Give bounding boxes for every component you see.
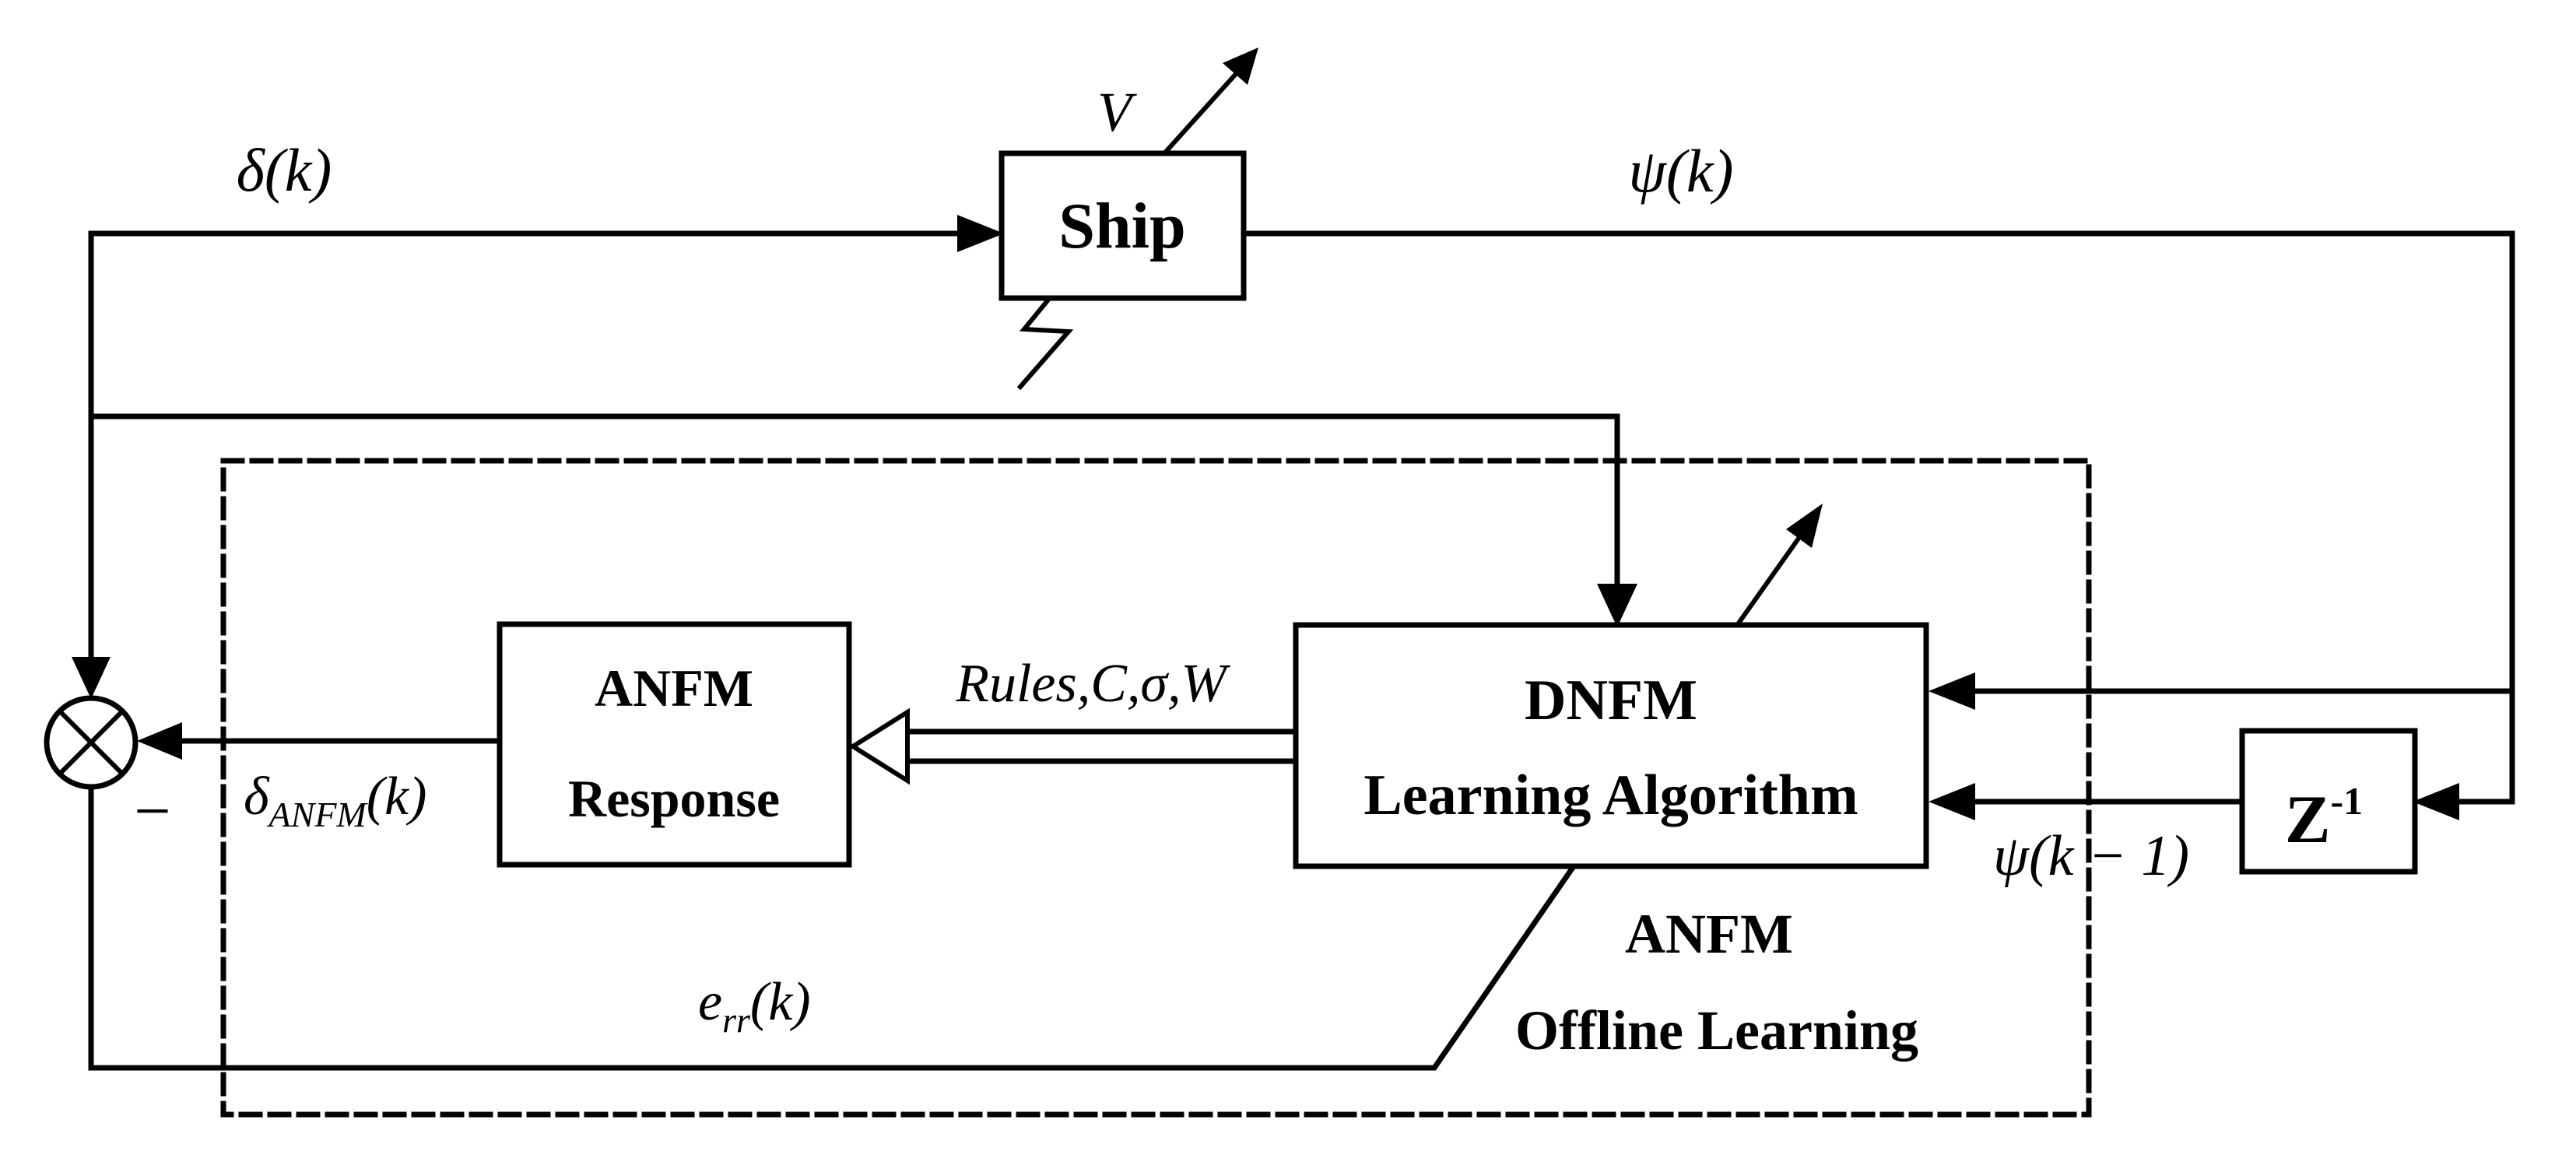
anfm-response-label-line1: ANFM xyxy=(595,658,753,718)
unit-delay-label: Z-1 xyxy=(2285,779,2363,858)
arrowhead-into-dnfm-top xyxy=(1597,584,1637,627)
arrowhead-into-dnfm-lower xyxy=(1928,783,1975,820)
dnfm-label-line1: DNFM xyxy=(1525,669,1697,732)
ship-box xyxy=(998,150,1247,301)
error-base: e xyxy=(698,972,722,1032)
dnfm-output-arrow-line xyxy=(1734,532,1804,628)
unit-delay-exponent: -1 xyxy=(2331,779,2364,823)
dnfm-learning-box xyxy=(1293,622,1929,869)
speed-arrow-line xyxy=(1161,70,1240,156)
anfm-response-box xyxy=(497,621,852,868)
anfm-rudder-argument: (k) xyxy=(367,767,427,827)
error-subscript: rr xyxy=(722,1000,751,1040)
anfm-rudder-subscript: ANFM xyxy=(267,795,369,834)
arrowhead-into-dnfm-upper xyxy=(1928,672,1975,710)
speed-label: V xyxy=(1097,81,1137,143)
arrowhead-into-delay xyxy=(2413,783,2459,820)
error-feedback-line xyxy=(88,781,1576,1071)
summation-cross-icon xyxy=(56,707,126,778)
error-label: err(k) xyxy=(698,972,811,1040)
rules-label: Rules,C,σ,W xyxy=(955,654,1230,714)
arrowhead-into-sum-top xyxy=(72,657,111,699)
group-title-line1: ANFM xyxy=(1625,903,1793,965)
offline-learning-dashed-boundary xyxy=(220,458,2092,1118)
unit-delay-box xyxy=(2239,728,2418,875)
unit-delay-base: Z xyxy=(2285,782,2331,858)
anfm-response-label-line2: Response xyxy=(568,769,780,828)
anfm-rudder-label: δANFM(k) xyxy=(244,767,426,834)
dnfm-output-arrowhead xyxy=(1786,504,1823,548)
rudder-to-dnfm-line xyxy=(88,413,1620,588)
delayed-heading-label: ψ(k − 1) xyxy=(1993,824,2189,888)
rules-transfer-arrowhead xyxy=(848,707,910,785)
rudder-label: δ(k) xyxy=(237,136,332,204)
dnfm-label-line2: Learning Algorithm xyxy=(1363,764,1858,827)
speed-arrowhead xyxy=(1223,47,1258,85)
disturbance-lightning-icon xyxy=(1016,296,1074,391)
minus-sign-label: − xyxy=(134,775,170,848)
heading-feedback-line xyxy=(1241,230,2515,805)
heading-label: ψ(k) xyxy=(1628,137,1733,205)
arrowhead-into-sum-right xyxy=(137,722,182,760)
error-argument: (k) xyxy=(750,972,811,1032)
ship-label: Ship xyxy=(1058,190,1186,262)
rudder-signal-line xyxy=(88,230,962,663)
anfm-rudder-base: δ xyxy=(244,767,270,827)
group-title-line2: Offline Learning xyxy=(1515,999,1918,1062)
arrowhead-into-ship xyxy=(957,215,1004,252)
